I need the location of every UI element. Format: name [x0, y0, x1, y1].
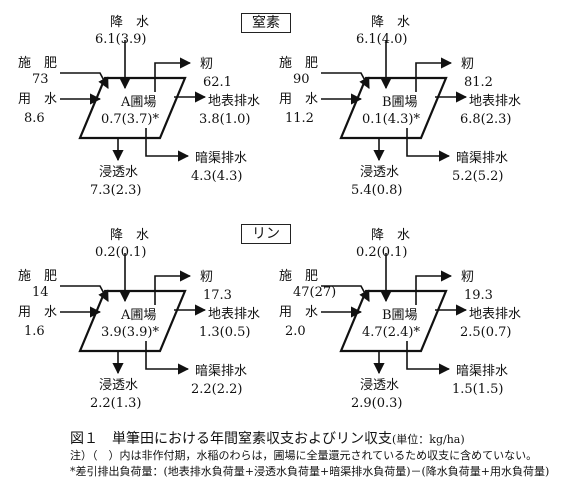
label-percolation-phosphorus-b: 浸透水: [360, 378, 400, 393]
label-rain-phosphorus-b: 降 水: [371, 228, 411, 243]
value-rain-nitrogen-b: 6.1(4.0): [356, 32, 408, 47]
value-fertilizer-nitrogen-b: 90: [293, 72, 310, 87]
value-fertilizer-phosphorus-b: 47(27): [293, 285, 337, 300]
label-percolation-nitrogen-a: 浸透水: [99, 165, 139, 180]
value-drain-nitrogen-b: 5.2(5.2): [452, 169, 504, 184]
arrow-fertilizer-phosphorus-b: [321, 285, 370, 302]
value-rain-phosphorus-b: 0.2(0.1): [356, 245, 408, 260]
balance-nitrogen-b: 0.1(4.3)*: [362, 112, 420, 127]
value-rain-phosphorus-a: 0.2(0.1): [95, 245, 147, 260]
field-name-phosphorus-b: B圃場: [382, 308, 418, 323]
value-drain-nitrogen-a: 4.3(4.3): [191, 169, 243, 184]
balance-phosphorus-b: 4.7(2.4)*: [362, 325, 420, 340]
label-drain-nitrogen-a: 暗渠排水: [195, 151, 248, 166]
arrow-drain-phosphorus-b: [406, 341, 451, 375]
value-surface-phosphorus-b: 2.5(0.7): [460, 325, 512, 340]
value-drain-phosphorus-b: 1.5(1.5): [452, 382, 504, 397]
arrow-rice-phosphorus-b: [415, 270, 453, 305]
arrow-rice-nitrogen-b: [415, 57, 453, 92]
label-rain-nitrogen-a: 降 水: [110, 15, 150, 30]
caption-note-2: *差引排出負荷量：(地表排水負荷量+浸透水負荷量+暗渠排水負荷量)－(降水負荷量…: [70, 465, 550, 478]
section-label-nitrogen: 窒素: [241, 13, 291, 33]
label-drain-phosphorus-a: 暗渠排水: [195, 364, 248, 379]
value-surface-nitrogen-b: 6.8(2.3): [460, 112, 512, 127]
label-surface-phosphorus-b: 地表排水: [469, 307, 522, 322]
value-surface-phosphorus-a: 1.3(0.5): [199, 325, 251, 340]
value-irrigation-phosphorus-a: 1.6: [24, 324, 45, 339]
value-fertilizer-nitrogen-a: 73: [32, 72, 49, 87]
label-surface-nitrogen-a: 地表排水: [208, 94, 261, 109]
label-percolation-phosphorus-a: 浸透水: [99, 378, 139, 393]
label-rain-nitrogen-b: 降 水: [371, 15, 411, 30]
balance-phosphorus-a: 3.9(3.9)*: [101, 325, 159, 340]
value-percolation-nitrogen-a: 7.3(2.3): [90, 183, 142, 198]
value-percolation-phosphorus-b: 2.9(0.3): [351, 396, 403, 411]
value-rice-nitrogen-b: 81.2: [464, 75, 493, 90]
arrow-rice-nitrogen-a: [154, 57, 192, 92]
label-rain-phosphorus-a: 降 水: [110, 228, 150, 243]
label-irrigation-nitrogen-b: 用 水: [279, 92, 319, 107]
arrow-drain-nitrogen-b: [406, 128, 451, 162]
value-rice-phosphorus-a: 17.3: [203, 288, 232, 303]
label-drain-nitrogen-b: 暗渠排水: [456, 151, 509, 166]
section-label-phosphorus: リン: [241, 224, 291, 244]
field-name-nitrogen-b: B圃場: [382, 95, 418, 110]
balance-nitrogen-a: 0.7(3.7)*: [101, 112, 159, 127]
label-fertilizer-nitrogen-a: 施 肥: [18, 56, 58, 71]
field-box-phosphorus-b: [339, 289, 448, 353]
arrow-drain-phosphorus-a: [145, 341, 190, 375]
value-percolation-nitrogen-b: 5.4(0.8): [351, 183, 403, 198]
label-rice-phosphorus-b: 籾: [461, 270, 475, 285]
caption-unit: (単位：kg/ha): [392, 433, 465, 446]
value-rice-nitrogen-a: 62.1: [203, 75, 232, 90]
field-name-nitrogen-a: A圃場: [121, 95, 157, 110]
label-percolation-nitrogen-b: 浸透水: [360, 165, 400, 180]
arrow-drain-nitrogen-a: [145, 128, 190, 162]
caption-note-1: 注）（ ）内は非作付期，水稲のわらは，圃場に全量還元されているため収支に含めてい…: [70, 449, 538, 462]
value-surface-nitrogen-a: 3.8(1.0): [199, 112, 251, 127]
label-surface-nitrogen-b: 地表排水: [469, 94, 522, 109]
label-fertilizer-phosphorus-a: 施 肥: [18, 269, 58, 284]
caption-title: 図１ 単筆田における年間窒素収支およびリン収支: [70, 431, 392, 447]
label-fertilizer-nitrogen-b: 施 肥: [279, 56, 319, 71]
label-rice-nitrogen-b: 籾: [461, 57, 475, 72]
label-fertilizer-phosphorus-b: 施 肥: [279, 269, 319, 284]
label-irrigation-phosphorus-a: 用 水: [18, 305, 58, 320]
label-irrigation-nitrogen-a: 用 水: [18, 92, 58, 107]
field-name-phosphorus-a: A圃場: [121, 308, 157, 323]
value-irrigation-phosphorus-b: 2.0: [285, 324, 306, 339]
arrow-rice-phosphorus-a: [154, 270, 192, 305]
label-drain-phosphorus-b: 暗渠排水: [456, 364, 509, 379]
arrow-fertilizer-phosphorus-a: [60, 285, 109, 302]
value-percolation-phosphorus-a: 2.2(1.3): [90, 396, 142, 411]
field-box-phosphorus-a: [78, 289, 187, 353]
value-irrigation-nitrogen-b: 11.2: [285, 111, 314, 126]
value-drain-phosphorus-a: 2.2(2.2): [191, 382, 243, 397]
label-surface-phosphorus-a: 地表排水: [208, 307, 261, 322]
arrow-fertilizer-nitrogen-b: [321, 72, 370, 89]
value-rain-nitrogen-a: 6.1(3.9): [95, 32, 147, 47]
arrow-fertilizer-nitrogen-a: [60, 72, 109, 89]
value-fertilizer-phosphorus-a: 14: [32, 285, 49, 300]
field-box-nitrogen-b: [339, 76, 448, 140]
label-rice-phosphorus-a: 籾: [200, 270, 214, 285]
value-rice-phosphorus-b: 19.3: [464, 288, 493, 303]
field-box-nitrogen-a: [78, 76, 187, 140]
figure-caption: 図１ 単筆田における年間窒素収支およびリン収支(単位：kg/ha): [70, 431, 465, 448]
value-irrigation-nitrogen-a: 8.6: [24, 111, 45, 126]
label-irrigation-phosphorus-b: 用 水: [279, 305, 319, 320]
label-rice-nitrogen-a: 籾: [200, 57, 214, 72]
